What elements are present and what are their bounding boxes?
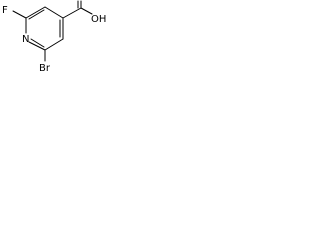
bonds	[12, 0, 93, 62]
molecule-svg: F N Br O OH	[2, 0, 106, 74]
bond-c7-n-double	[30, 38, 45, 48]
bond-c5-c6	[25, 6, 46, 19]
bond-c7-n	[28, 41, 46, 51]
atom-hydroxyl: OH	[91, 14, 106, 25]
bond-c5-c6-double	[28, 9, 45, 20]
bond-c2-c3	[44, 38, 64, 51]
bond-c4-c5	[44, 6, 64, 19]
bond-c4-cooh	[62, 7, 82, 19]
bond-c6-f	[12, 10, 27, 19]
atom-fluorine: F	[2, 5, 8, 16]
atom-nitrogen: N	[22, 34, 29, 45]
atom-bromine: Br	[39, 63, 51, 74]
bond-c-oh	[80, 7, 93, 15]
structure-diagram: F N Br O OH	[0, 0, 108, 74]
